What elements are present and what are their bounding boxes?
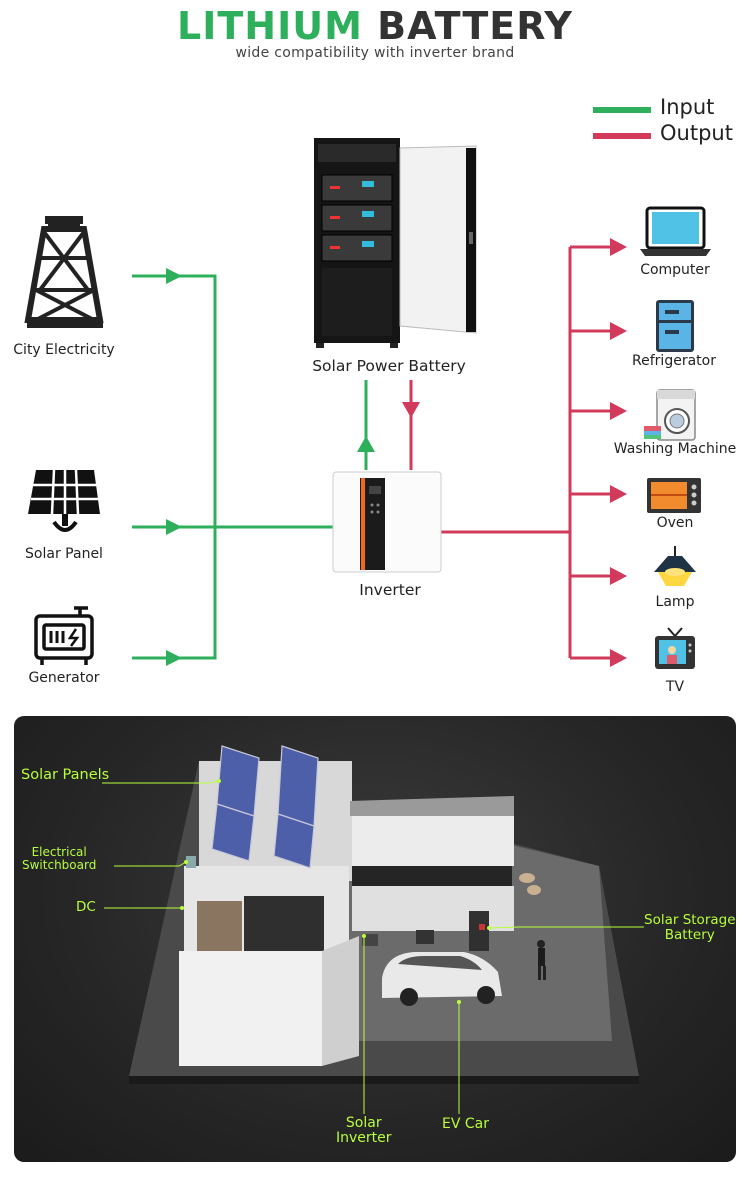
output-lines [409, 245, 612, 660]
inverter-label: Inverter [359, 581, 421, 599]
load-label-washing-machine: Washing Machine [613, 441, 737, 457]
callout-solar-panels: Solar Panels [21, 767, 110, 783]
load-label-refrigerator: Refrigerator [632, 353, 716, 369]
load-label-computer: Computer [640, 262, 710, 278]
source-label-generator: Generator [28, 670, 100, 686]
washing-machine-icon [644, 389, 696, 441]
callout-storage: Solar Storage Battery [644, 913, 736, 943]
house-scene-drawing [102, 745, 644, 1114]
callout-switchboard: Electrical Switchboard [22, 846, 96, 872]
title-battery: BATTERY [377, 4, 573, 48]
refrigerator-icon [656, 300, 694, 352]
callout-storage-line1: Solar Storage [644, 912, 736, 928]
flow-diagram [24, 138, 711, 669]
laptop-icon [640, 206, 711, 256]
callout-solar-inverter-line1: Solar [345, 1115, 382, 1131]
source-label-solar-panel: Solar Panel [25, 546, 103, 562]
legend-input-label: Input [660, 95, 715, 119]
page-subtitle: wide compatibility with inverter brand [235, 45, 515, 61]
title-lithium: LITHIUM [177, 4, 363, 48]
load-label-oven: Oven [656, 515, 694, 531]
load-label-lamp: Lamp [655, 594, 695, 610]
solar-panel-icon [28, 469, 100, 532]
ev-car-image [382, 952, 502, 1006]
load-label-tv: TV [665, 679, 685, 695]
legend-output-label: Output [660, 121, 733, 145]
inverter-image [332, 471, 442, 573]
callout-solar-inverter-line2: Inverter [336, 1130, 392, 1146]
power-tower-icon [24, 216, 104, 328]
tv-icon [655, 627, 695, 669]
legend-input-swatch [593, 107, 651, 113]
callout-ev-car: EV Car [442, 1116, 489, 1132]
callout-switchboard-line1: Electrical [31, 845, 87, 859]
house-scene: Solar Panels Electrical Switchboard DC S… [14, 716, 736, 1162]
legend-output-swatch [593, 133, 651, 139]
oven-icon [647, 478, 701, 513]
battery-label: Solar Power Battery [312, 357, 466, 375]
source-label-city-electricity: City Electricity [13, 342, 115, 358]
callout-switchboard-line2: Switchboard [22, 858, 97, 872]
battery-cabinet-image [314, 138, 477, 348]
input-arrows [166, 268, 375, 666]
lamp-icon [654, 546, 696, 586]
generator-icon [34, 606, 94, 665]
callout-storage-line2: Battery [664, 927, 715, 943]
page-title: LITHIUM BATTERY [0, 4, 750, 48]
output-arrows [402, 238, 627, 667]
callout-dc: DC [76, 899, 96, 915]
callout-solar-inverter: Solar Inverter [336, 1116, 392, 1146]
person-figure [537, 940, 546, 980]
